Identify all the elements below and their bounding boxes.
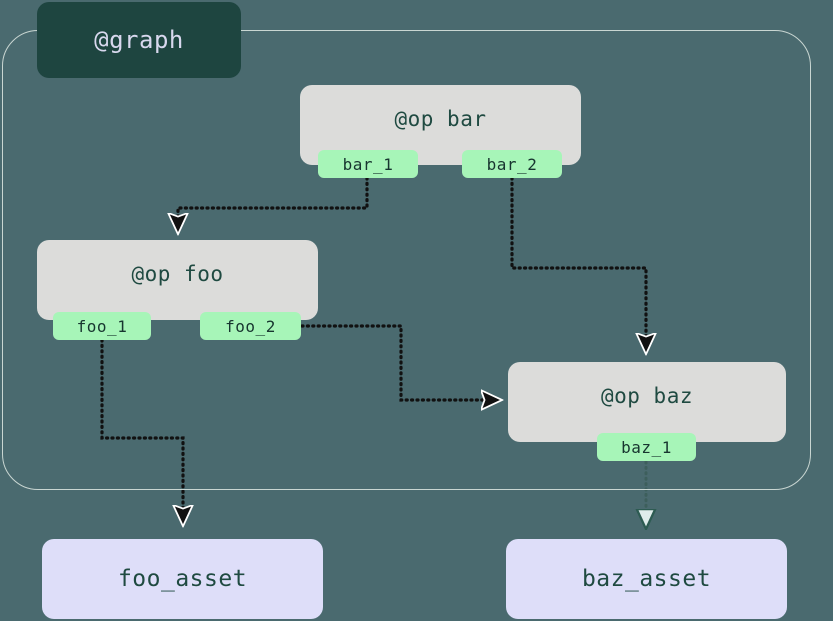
asset-label-foo-asset: foo_asset: [117, 566, 248, 592]
asset-node-baz-asset[interactable]: baz_asset: [506, 539, 787, 619]
asset-node-foo-asset[interactable]: foo_asset: [42, 539, 323, 619]
op-port-foo-2[interactable]: foo_2: [200, 312, 301, 340]
asset-label-baz-asset: baz_asset: [581, 566, 712, 592]
op-port-baz-1[interactable]: baz_1: [597, 433, 696, 461]
op-port-foo-1[interactable]: foo_1: [53, 312, 151, 340]
op-node-foo[interactable]: @op foo: [37, 240, 318, 320]
op-port-bar-1[interactable]: bar_1: [318, 150, 418, 178]
op-node-baz[interactable]: @op baz: [508, 362, 786, 442]
op-title-bar: @op bar: [394, 107, 487, 131]
op-title-baz: @op baz: [600, 384, 693, 408]
op-port-bar-2[interactable]: bar_2: [462, 150, 562, 178]
graph-label[interactable]: @graph: [37, 2, 241, 78]
graph-container[interactable]: [2, 30, 811, 490]
op-title-foo: @op foo: [131, 262, 224, 286]
